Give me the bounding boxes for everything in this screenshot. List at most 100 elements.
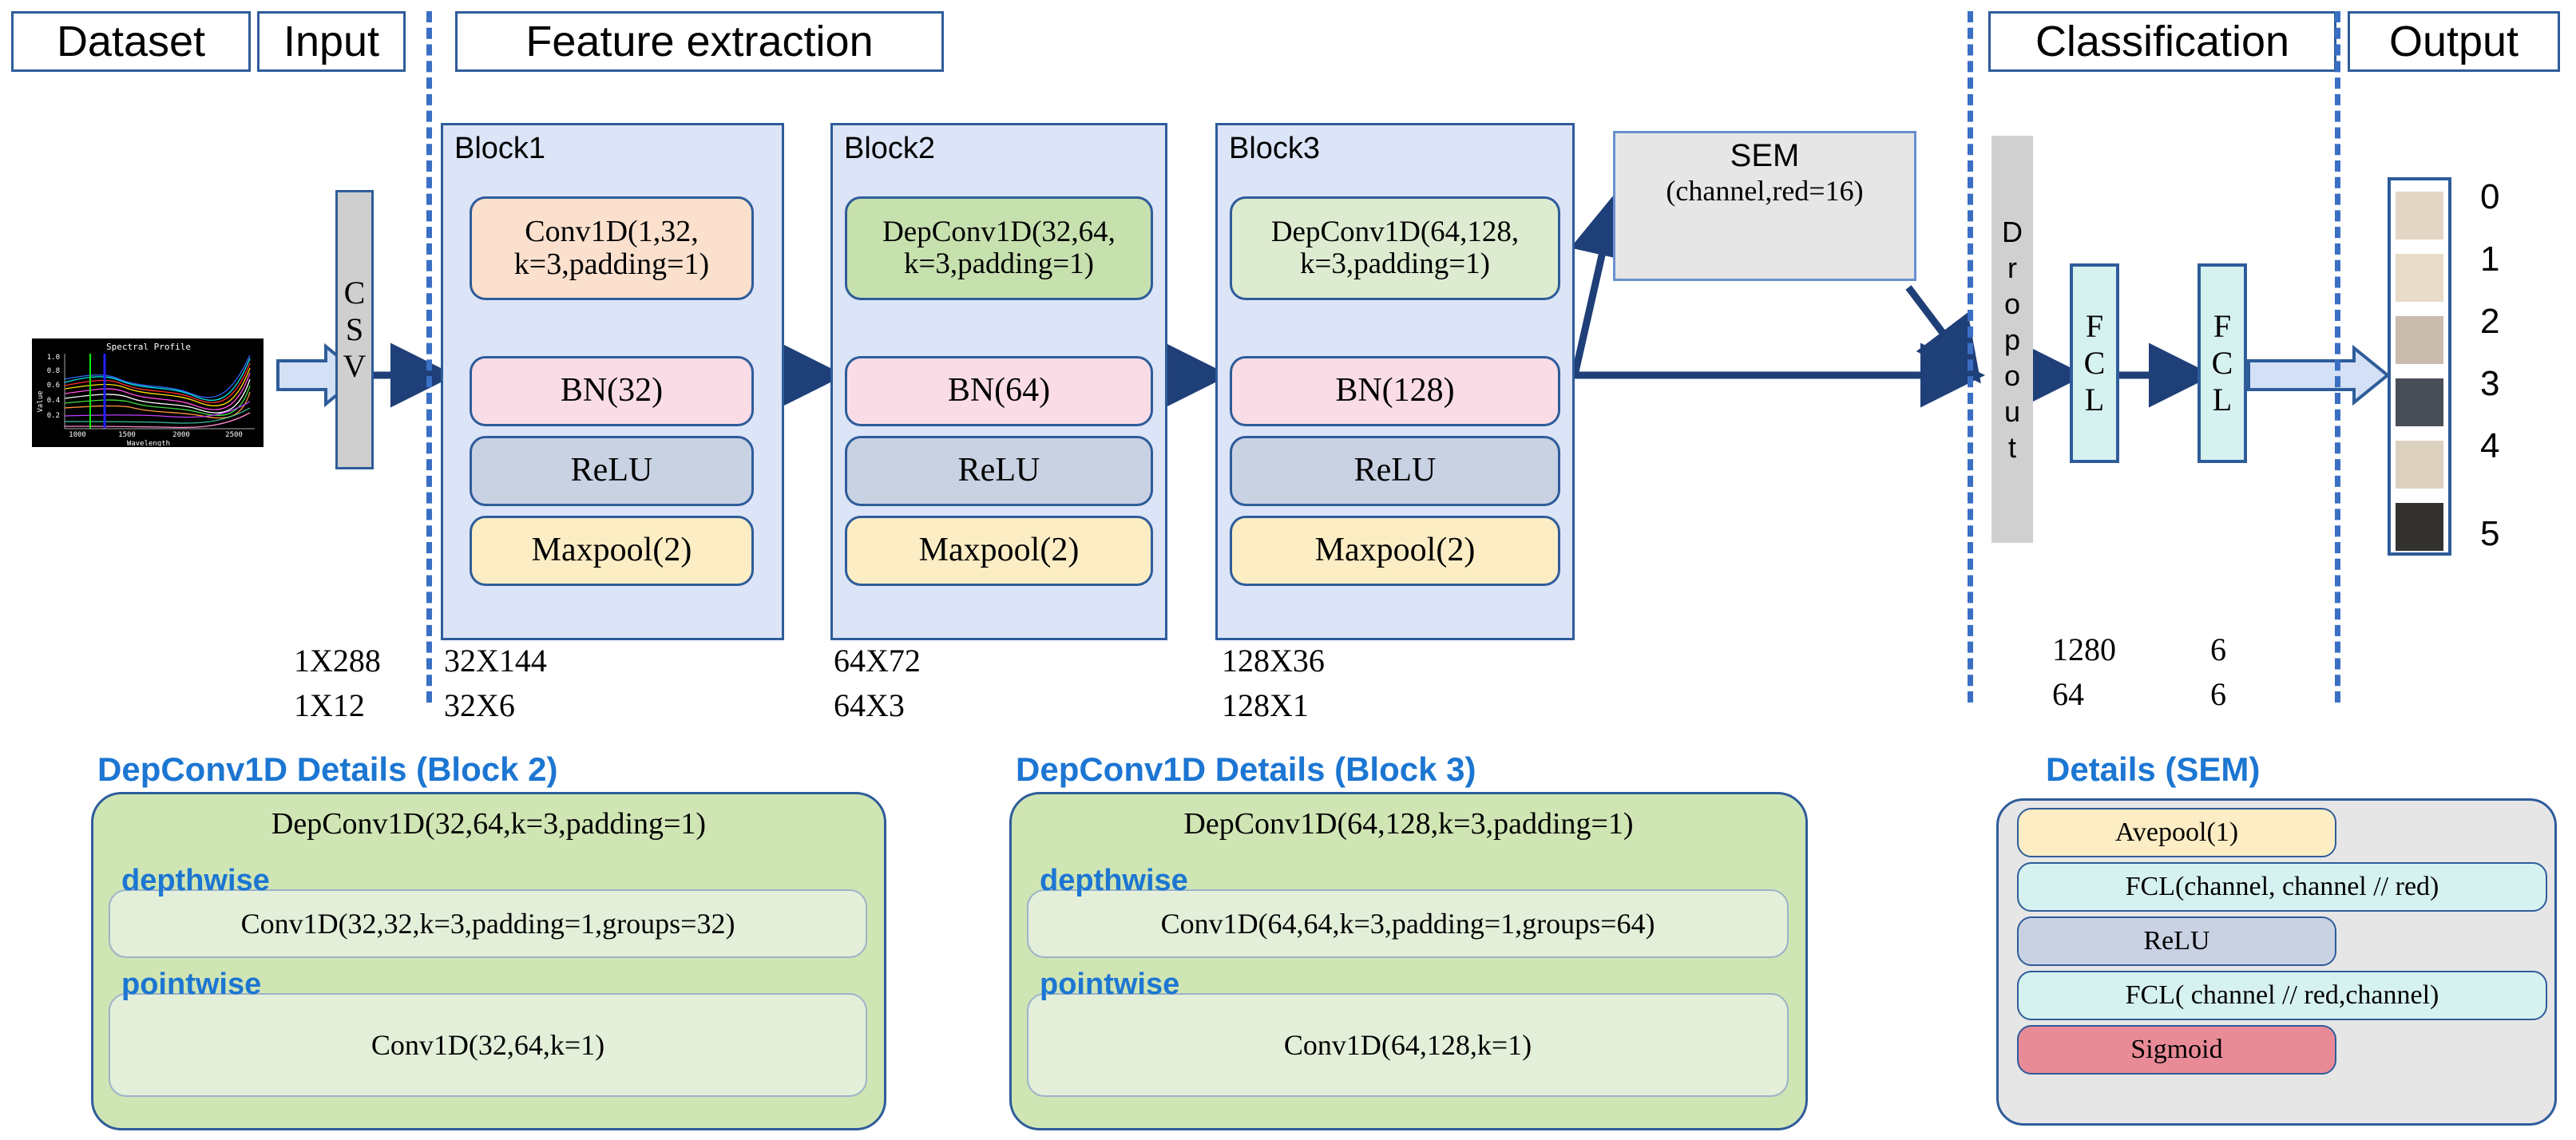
fcl2-letter-c: C [2211, 345, 2233, 381]
output-swatch-5 [2396, 503, 2443, 551]
details-sem-sigmoid-text: Sigmoid [2130, 1035, 2223, 1064]
dim-block2-row2: 64X3 [834, 687, 905, 723]
dropout-letter-6: t [2007, 430, 2016, 464]
block-1-relu-label: ReLU [570, 452, 653, 489]
fcl-layer-2: F C L [2198, 263, 2247, 463]
fcl1-letter-f: F [2085, 308, 2104, 344]
output-class-4: 4 [2480, 426, 2500, 465]
dim-input-row1: 1X288 [294, 643, 381, 679]
stage-input: Input [257, 11, 406, 72]
svg-text:0.2: 0.2 [47, 412, 60, 420]
details-sem-row-fcl1: FCL(channel, channel // red) [2017, 862, 2547, 912]
dropout-letter-2: o [2003, 287, 2021, 320]
svg-text:1.0: 1.0 [47, 354, 60, 362]
stage-input-label: Input [283, 18, 380, 65]
block-3-depconv-label: DepConv1D(64,128, k=3,padding=1) [1270, 216, 1520, 280]
dropout-letter-3: p [2003, 323, 2021, 356]
details-sem-title: Details (SEM) [2046, 750, 2261, 788]
csv-bar: C S V [335, 190, 374, 469]
block-3-bn-label: BN(128) [1335, 372, 1455, 410]
block-2-relu-label: ReLU [957, 452, 1040, 489]
block-2-layer-maxpool: Maxpool(2) [845, 516, 1153, 586]
dim-block3-row2: 128X1 [1222, 687, 1309, 723]
block-1-layer-maxpool: Maxpool(2) [470, 516, 754, 586]
csv-letter-s: S [345, 311, 364, 347]
block-3-layer-maxpool: Maxpool(2) [1230, 516, 1560, 586]
details-sem-row-relu: ReLU [2017, 916, 2336, 966]
dropout-bar: D r o p o u t [1991, 136, 2033, 543]
fcl1-letter-c: C [2083, 345, 2106, 381]
block-2-title: Block2 [844, 132, 936, 165]
details-block2-head: DepConv1D(32,64,k=3,padding=1) [271, 807, 707, 841]
block-2-layer-relu: ReLU [845, 436, 1153, 506]
block-1-layer-conv: Conv1D(1,32, k=3,padding=1) [470, 196, 754, 300]
svg-text:0.4: 0.4 [47, 397, 60, 405]
svg-text:0.6: 0.6 [47, 382, 60, 390]
thumb-title: Spectral Profile [106, 342, 191, 352]
dim-fcl1-row1: 1280 [2052, 631, 2116, 667]
svg-text:2500: 2500 [225, 431, 243, 439]
output-class-5: 5 [2480, 514, 2500, 553]
details-sem-row-sigmoid: Sigmoid [2017, 1025, 2336, 1075]
svg-text:1500: 1500 [118, 431, 136, 439]
details-sem-fcl1-text: FCL(channel, channel // red) [2125, 872, 2439, 901]
sem-params: (channel,red=16) [1666, 175, 1864, 207]
stage-output: Output [2348, 11, 2560, 72]
details-block2-depthwise-label: depthwise [121, 864, 270, 897]
details-block3-pointwise-panel: Conv1D(64,128,k=1) [1027, 993, 1789, 1097]
dim-block3-row1: 128X36 [1222, 643, 1325, 679]
dim-block1-row2: 32X6 [444, 687, 515, 723]
separator-classification-output [2335, 11, 2340, 703]
stage-classification: Classification [1988, 11, 2336, 72]
details-block2-depthwise-panel: Conv1D(32,32,k=3,padding=1,groups=32) [109, 889, 867, 958]
output-class-0: 0 [2480, 177, 2500, 216]
block-1-layer-relu: ReLU [470, 436, 754, 506]
dim-input-row2: 1X12 [294, 687, 365, 723]
block-2-layer-depconv: DepConv1D(32,64, k=3,padding=1) [845, 196, 1153, 300]
details-sem-row-fcl2: FCL( channel // red,channel) [2017, 971, 2547, 1020]
output-swatch-2 [2396, 316, 2443, 364]
stage-dataset-label: Dataset [56, 18, 206, 65]
dropout-letter-5: u [2003, 394, 2021, 428]
details-block2-title: DepConv1D Details (Block 2) [97, 750, 558, 788]
spectral-profile-thumbnail: Spectral Profile Value Wavelength 1.0 0.… [32, 338, 264, 447]
block-1-maxpool-label: Maxpool(2) [531, 532, 692, 569]
details-block3-depthwise-panel: Conv1D(64,64,k=3,padding=1,groups=64) [1027, 889, 1789, 958]
block-3-relu-label: ReLU [1353, 452, 1437, 489]
separator-feature-classification [1968, 11, 1973, 703]
details-block2-pointwise-text: Conv1D(32,64,k=1) [371, 1029, 605, 1061]
output-swatch-4 [2396, 441, 2443, 489]
details-block2-pointwise-label: pointwise [121, 968, 262, 1001]
dropout-letter-4: o [2003, 358, 2021, 392]
sem-title: SEM [1730, 138, 1800, 173]
stage-feature-label: Feature extraction [525, 18, 874, 65]
stage-output-label: Output [2388, 18, 2519, 65]
details-block2-depthwise-text: Conv1D(32,32,k=3,padding=1,groups=32) [240, 908, 735, 940]
separator-input-feature [426, 11, 432, 703]
block-1-bn-label: BN(32) [560, 372, 664, 410]
details-block3-title: DepConv1D Details (Block 3) [1016, 750, 1476, 788]
block-2-bn-label: BN(64) [947, 372, 1051, 410]
dim-fcl2-row2: 6 [2210, 676, 2226, 712]
details-block3-depthwise-label: depthwise [1040, 864, 1188, 897]
block-2-maxpool-label: Maxpool(2) [918, 532, 1080, 569]
svg-text:1000: 1000 [69, 431, 86, 439]
thumb-xlabel: Wavelength [127, 440, 170, 447]
block-3-title: Block3 [1229, 132, 1321, 165]
fcl-layer-1: F C L [2070, 263, 2119, 463]
thumb-ylabel: Value [37, 390, 45, 412]
output-class-1: 1 [2480, 239, 2500, 279]
stage-feature-extraction: Feature extraction [455, 11, 944, 72]
dim-fcl1-row2: 64 [2052, 676, 2084, 712]
sem-box: SEM (channel,red=16) [1613, 131, 1916, 281]
output-class-strip [2388, 177, 2451, 556]
svg-text:0.8: 0.8 [47, 367, 60, 375]
block-3-layer-bn: BN(128) [1230, 356, 1560, 426]
dropout-letter-1: r [2007, 251, 2017, 284]
csv-letter-c: C [343, 275, 366, 311]
fcl1-letter-l: L [2084, 382, 2105, 418]
fcl2-letter-f: F [2213, 308, 2232, 344]
block-2-depconv-label: DepConv1D(32,64, k=3,padding=1) [882, 216, 1116, 280]
details-block2-pointwise-panel: Conv1D(32,64,k=1) [109, 993, 867, 1097]
block-1-conv-label: Conv1D(1,32, k=3,padding=1) [513, 214, 710, 281]
